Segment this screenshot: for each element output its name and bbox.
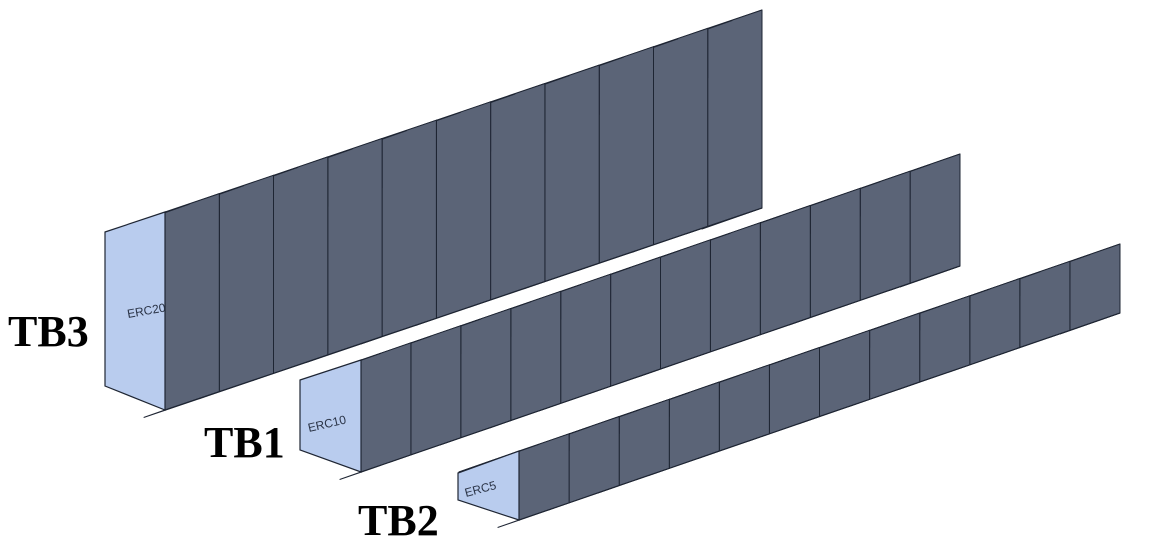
tb1-cell-wall bbox=[809, 187, 861, 318]
tb3-cell-wall bbox=[653, 27, 709, 246]
tb2-front-face bbox=[457, 450, 520, 521]
tb1-cell-wall bbox=[360, 342, 412, 473]
tb1-cells bbox=[300, 153, 961, 480]
tb1-front-face bbox=[299, 359, 362, 473]
tb1-cell-floor bbox=[339, 454, 412, 480]
tb1-label: TB1 bbox=[204, 418, 285, 467]
tb3-cell-wall bbox=[164, 193, 220, 411]
tb2-box-row bbox=[457, 243, 1121, 528]
tb1-cell-wall bbox=[510, 290, 562, 421]
tb2-cell-wall bbox=[568, 416, 620, 504]
tb2-cell-wall bbox=[969, 278, 1021, 366]
tb2-cell-wall bbox=[618, 398, 670, 486]
tb3-cell-wall bbox=[218, 174, 274, 393]
tb2-cell-wall bbox=[869, 312, 921, 400]
tb2-cell-wall bbox=[518, 433, 570, 521]
tb3-box-row bbox=[104, 9, 763, 418]
tb3-front-face bbox=[104, 211, 166, 411]
tb1-cell-wall bbox=[909, 153, 961, 284]
erc20-label: ERC20 bbox=[126, 300, 167, 321]
tb2-label: TB2 bbox=[358, 496, 439, 545]
tb3-cell-wall bbox=[435, 101, 492, 319]
tb2-cell-wall bbox=[919, 295, 971, 383]
tb2-cell-wall bbox=[718, 364, 770, 452]
tb1-cell-wall bbox=[759, 205, 811, 336]
tb3-cell-wall bbox=[381, 119, 437, 337]
tb2-cell-wall bbox=[1069, 243, 1121, 331]
tb2-cell-floor bbox=[497, 502, 570, 528]
tb3-cell-wall bbox=[707, 9, 763, 227]
tb3-cell-floor bbox=[143, 391, 220, 418]
tb1-cell-wall bbox=[660, 239, 711, 370]
tb2-cell-wall bbox=[668, 381, 720, 469]
tb2-cell-wall bbox=[819, 329, 871, 417]
tb2-cell-wall bbox=[768, 347, 820, 435]
tb1-cell-wall bbox=[709, 222, 761, 353]
tb1-cell-wall bbox=[859, 170, 911, 301]
tb1-cell-wall bbox=[410, 325, 462, 456]
tb2-cell-wall bbox=[1019, 260, 1071, 348]
tb3-cell-wall bbox=[490, 83, 546, 301]
tb1-box-row bbox=[299, 153, 961, 480]
tb3-cell-wall bbox=[273, 156, 329, 374]
tb3-cell-wall bbox=[544, 64, 600, 282]
tb3-cell-wall bbox=[327, 138, 383, 356]
tb1-cell-wall bbox=[560, 273, 612, 404]
tb3-cell-wall bbox=[598, 46, 654, 264]
tb3-label: TB3 bbox=[8, 307, 89, 356]
tb1-cell-wall bbox=[610, 256, 661, 387]
tb1-cell-wall bbox=[460, 308, 512, 439]
